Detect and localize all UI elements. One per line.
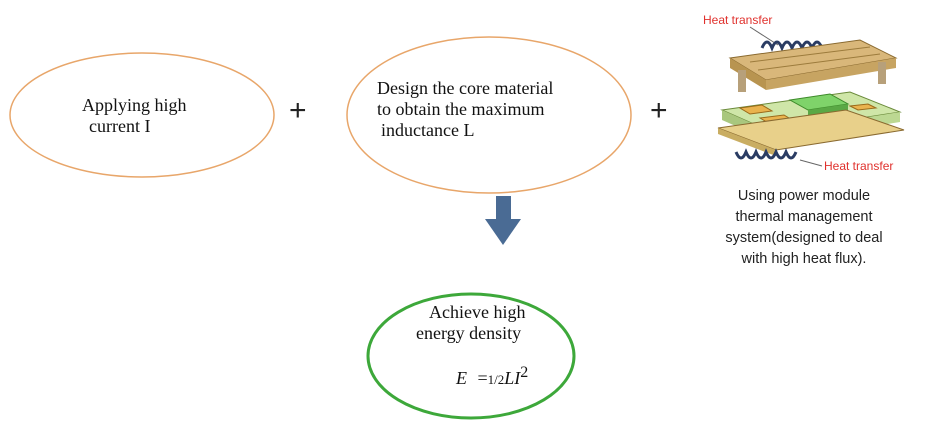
module-caption: Using power module thermal management sy…	[700, 186, 908, 270]
ellipse1-text: Applying high current I	[82, 95, 212, 137]
energy-formula: E =1/2LI2	[456, 364, 528, 389]
result-line1: Achieve high	[429, 302, 526, 322]
result-text: Achieve high energy density	[414, 302, 554, 344]
ellipse2-text: Design the core material to obtain the m…	[377, 78, 617, 141]
caption-line-1: Using power module	[737, 188, 871, 204]
ellipse1-line1: Applying high	[82, 95, 187, 115]
result-line2: energy density	[416, 323, 522, 343]
formula-half: 1/2	[487, 372, 505, 387]
formula-E: E	[456, 368, 467, 388]
ellipse2-line1: Design the core material	[377, 78, 554, 98]
plus-sign-2: +	[650, 94, 668, 127]
heat-transfer-label-bottom: Heat transfer	[824, 159, 894, 173]
formula-equals: =	[477, 368, 488, 388]
caption-line-2: thermal management	[735, 209, 873, 225]
ellipse2-line3: inductance L	[381, 120, 475, 140]
caption-line-4: with high heat flux).	[741, 251, 867, 267]
ellipse2-line2: to obtain the maximum	[377, 99, 545, 119]
formula-exponent: 2	[520, 364, 529, 381]
formula-LI: LI	[504, 368, 521, 388]
heat-transfer-label-top: Heat transfer	[703, 13, 773, 27]
ellipse1-line2: current I	[89, 116, 151, 136]
power-module-illustration	[717, 26, 905, 167]
down-arrow-icon	[485, 196, 521, 245]
caption-line-3: system(designed to deal	[725, 230, 883, 246]
bottom-coil-icon	[734, 148, 798, 160]
plus-sign-1: +	[289, 94, 307, 127]
